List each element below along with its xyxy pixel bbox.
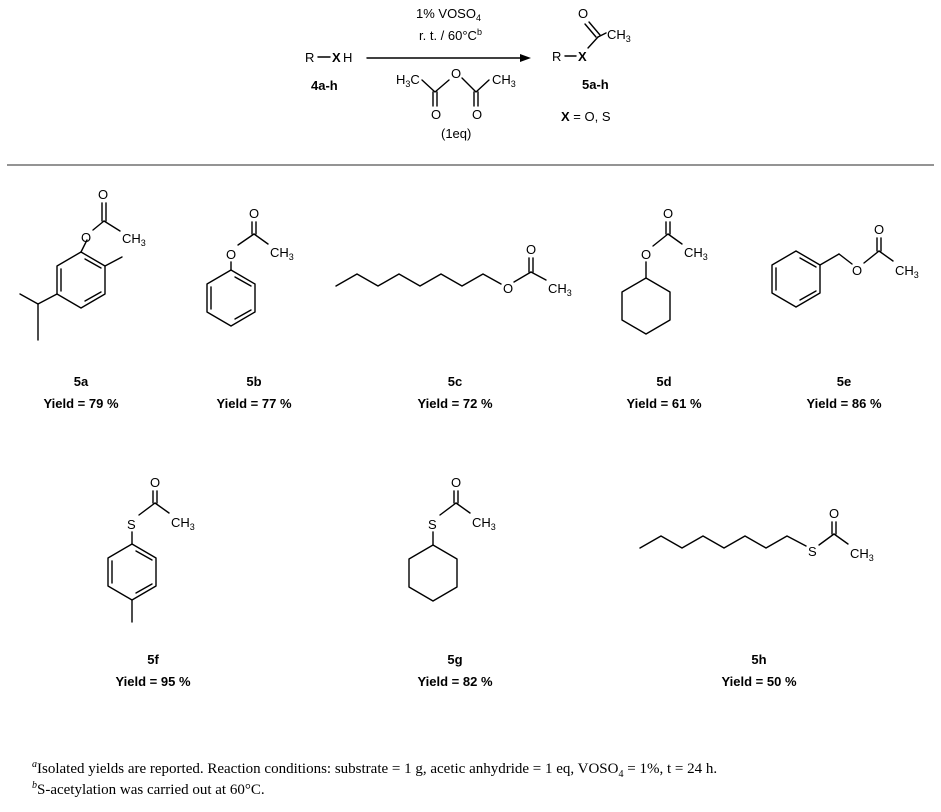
structure-5e: O O CH3 (771, 222, 919, 308)
compound-labels: 5a Yield = 79 % 5b Yield = 77 % 5c Yield… (43, 374, 881, 689)
reactant-x: X (332, 50, 341, 65)
5a-ester-o: O (81, 230, 91, 245)
5c-ester-o: O (503, 281, 513, 296)
5h-ch3: CH3 (850, 546, 874, 563)
yield-5c: Yield = 72 % (417, 396, 492, 411)
product-x: X (578, 49, 587, 64)
compound-id-5g: 5g (447, 652, 462, 667)
5g-ch3: CH3 (472, 515, 496, 532)
5d-carbonyl-o: O (663, 206, 673, 221)
compound-id-5a: 5a (74, 374, 89, 389)
structure-5f: S O CH3 (107, 475, 195, 623)
product-ch3: CH3 (607, 27, 631, 44)
footnote-b: bS-acetylation was carried out at 60°C. (32, 780, 265, 798)
compound-id-5c: 5c (448, 374, 462, 389)
product: R X O CH3 5a-h X = O, S (552, 6, 631, 124)
anhydride-o-left: O (431, 107, 441, 122)
5f-carbonyl-o: O (150, 475, 160, 490)
structure-5h: S O CH3 (639, 506, 874, 563)
5b-ch3: CH3 (270, 245, 294, 262)
acetic-anhydride: H3C O O O CH3 (1eq) (396, 66, 516, 141)
5d-ester-o: O (641, 247, 651, 262)
yield-5b: Yield = 77 % (216, 396, 291, 411)
anhydride-h3c: H3C (396, 72, 420, 89)
5b-ester-o: O (226, 247, 236, 262)
anhydride-o-right: O (472, 107, 482, 122)
catalyst-text: 1% VOSO4 (416, 6, 481, 23)
product-r: R (552, 49, 561, 64)
yield-5f: Yield = 95 % (115, 674, 190, 689)
compound-id-5h: 5h (751, 652, 766, 667)
reactant: R X H 4a-h (305, 50, 352, 93)
5c-ch3: CH3 (548, 281, 572, 298)
reactant-id: 4a-h (311, 78, 338, 93)
yield-5h: Yield = 50 % (721, 674, 796, 689)
reactant-r: R (305, 50, 314, 65)
5f-s-atom: S (127, 517, 136, 532)
anhydride-o-bridge: O (451, 66, 461, 81)
compound-id-5f: 5f (147, 652, 159, 667)
yield-5e: Yield = 86 % (806, 396, 881, 411)
5d-ch3: CH3 (684, 245, 708, 262)
footnote-a: aIsolated yields are reported. Reaction … (32, 759, 718, 780)
compound-id-5e: 5e (837, 374, 851, 389)
product-x-definition: X = O, S (561, 109, 611, 124)
5a-carbonyl-o: O (98, 187, 108, 202)
yield-5g: Yield = 82 % (417, 674, 492, 689)
anhydride-right-bonds (461, 77, 490, 93)
5g-carbonyl-o: O (451, 475, 461, 490)
anhydride-ch3: CH3 (492, 72, 516, 89)
5c-carbonyl-o: O (526, 242, 536, 257)
product-o: O (578, 6, 588, 21)
structure-5c: O O CH3 (335, 242, 572, 298)
structure-5d: O O CH3 (621, 206, 708, 335)
anhydride-amount: (1eq) (441, 126, 471, 141)
yield-5a: Yield = 79 % (43, 396, 118, 411)
yield-5d: Yield = 61 % (626, 396, 701, 411)
5h-s-atom: S (808, 544, 817, 559)
compound-id-5b: 5b (246, 374, 261, 389)
anhydride-left-bonds (421, 79, 450, 93)
reaction-arrow-head (520, 54, 531, 62)
temperature-text: r. t. / 60°Cb (419, 27, 482, 43)
5e-ester-o: O (852, 263, 862, 278)
reactant-h: H (343, 50, 352, 65)
compound-id-5d: 5d (656, 374, 671, 389)
5b-carbonyl-o: O (249, 206, 259, 221)
product-id: 5a-h (582, 77, 609, 92)
5e-carbonyl-o: O (874, 222, 884, 237)
structure-5b: O O CH3 (206, 206, 294, 327)
structure-5a: O O CH3 (19, 187, 146, 341)
5f-ch3: CH3 (171, 515, 195, 532)
5g-s-atom: S (428, 517, 437, 532)
5e-ch3: CH3 (895, 263, 919, 280)
conditions: 1% VOSO4 r. t. / 60°Cb (366, 6, 531, 62)
structure-5g: S O CH3 (408, 475, 496, 602)
5a-ch3: CH3 (122, 231, 146, 248)
5h-carbonyl-o: O (829, 506, 839, 521)
